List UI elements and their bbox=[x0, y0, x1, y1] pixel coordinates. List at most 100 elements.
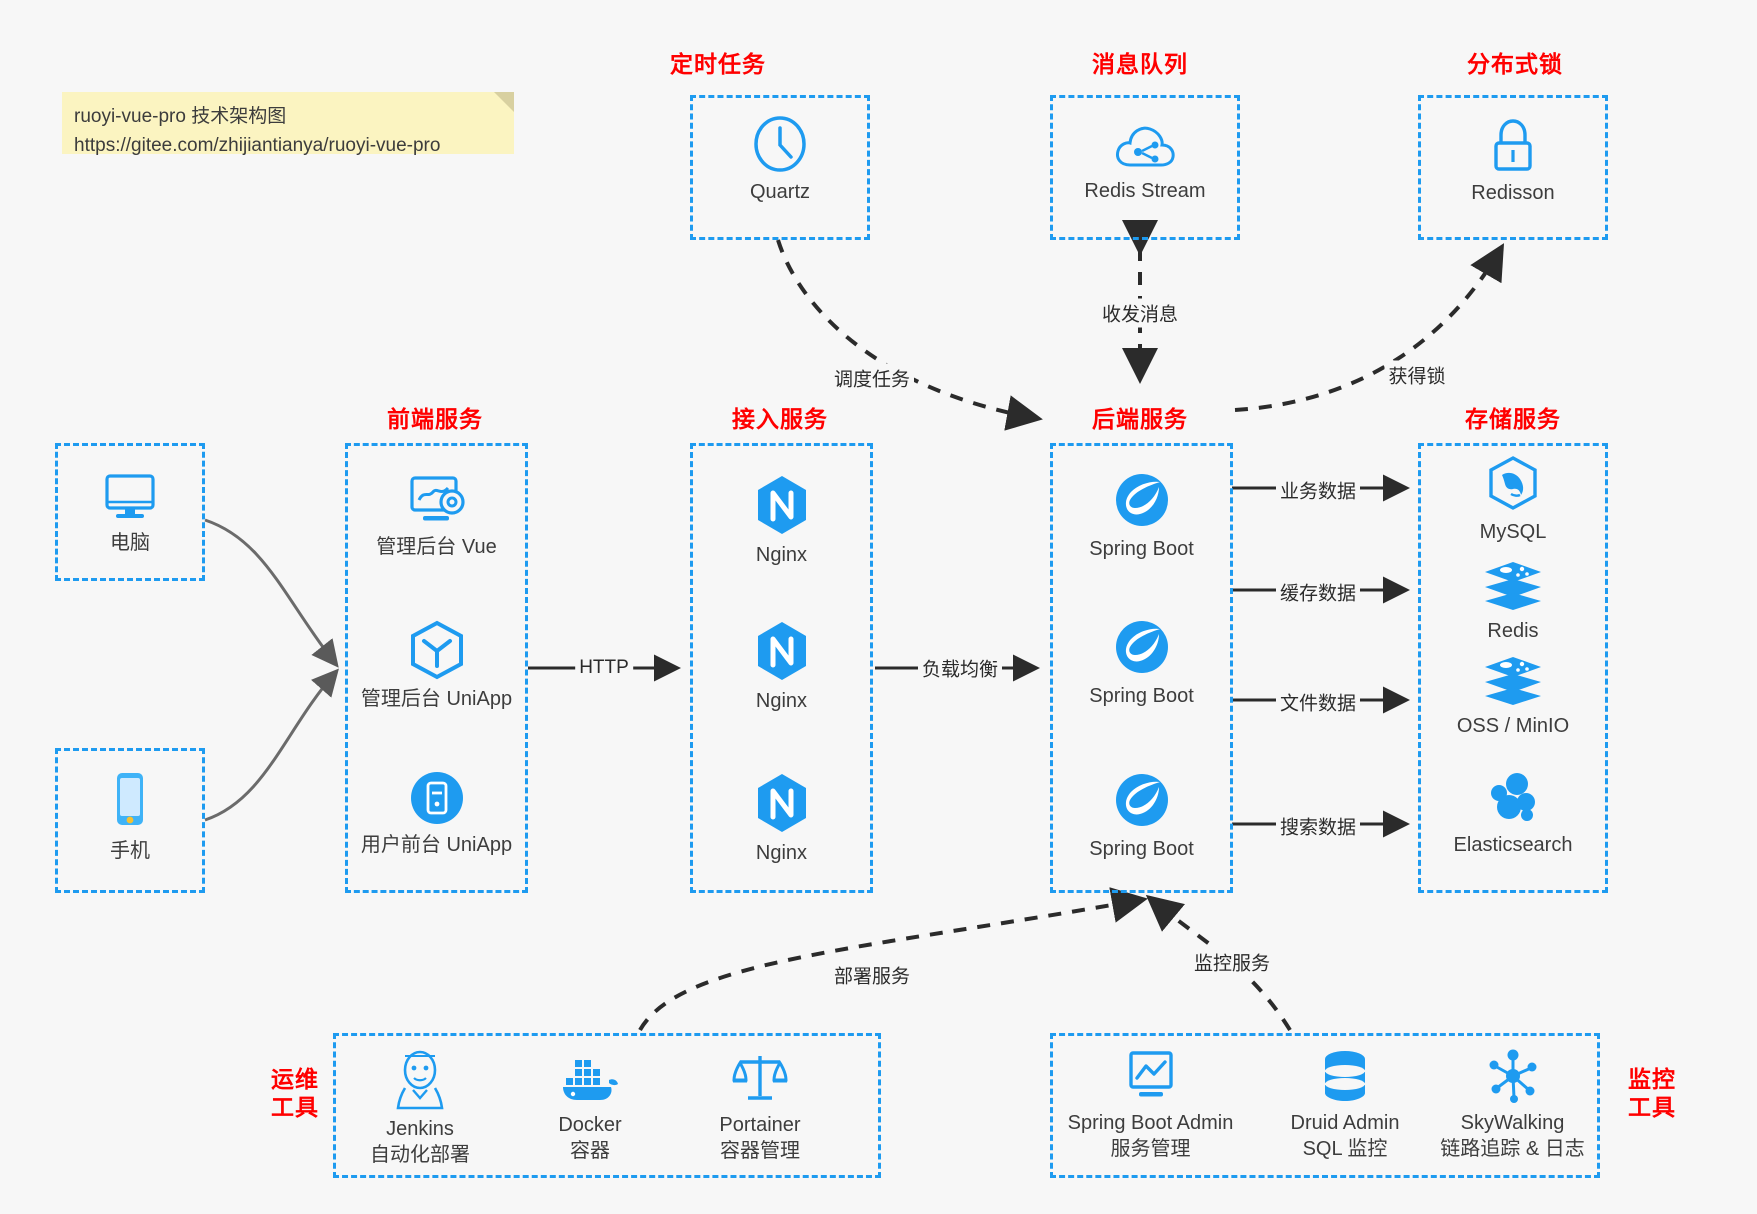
edge-pc-to-frontend bbox=[204, 518, 339, 668]
caption-storage: 存储服务 bbox=[1465, 406, 1561, 432]
redis-stack-icon bbox=[1485, 562, 1541, 610]
caption-gateway: 接入服务 bbox=[732, 406, 828, 432]
spring-leaf-icon bbox=[1115, 774, 1168, 826]
edge-label-business-data: 业务数据 bbox=[1275, 475, 1361, 505]
node-sublabel: 链路追踪 & 日志 bbox=[1440, 1138, 1585, 1160]
caption-distributed-lock: 分布式锁 bbox=[1467, 51, 1563, 77]
node-springboot-2[interactable]: Spring Boot bbox=[1050, 617, 1233, 709]
group-scheduled-task bbox=[690, 95, 870, 240]
node-redis[interactable]: Redis bbox=[1418, 560, 1608, 644]
node-druid-admin[interactable]: Druid Admin SQL 监控 bbox=[1265, 1048, 1425, 1162]
mysql-dolphin-icon bbox=[1489, 456, 1537, 510]
caption-message-queue: 消息队列 bbox=[1092, 51, 1188, 77]
edge-acquire-lock bbox=[1234, 243, 1505, 412]
edge-label-load-balance: 负载均衡 bbox=[917, 653, 1003, 683]
node-label: 管理后台 Vue bbox=[376, 536, 497, 558]
node-docker[interactable]: Docker 容器 bbox=[510, 1052, 670, 1164]
node-phone[interactable]: 手机 bbox=[55, 770, 205, 864]
portainer-scale-icon bbox=[732, 1056, 788, 1100]
nginx-icon bbox=[757, 622, 806, 680]
node-label: Elasticsearch bbox=[1453, 834, 1573, 856]
caption-monitor: 监控 工具 bbox=[1612, 1065, 1692, 1121]
node-spring-boot-admin[interactable]: Spring Boot Admin 服务管理 bbox=[1053, 1048, 1248, 1162]
edge-label-schedule-task: 调度任务 bbox=[829, 363, 915, 393]
node-nginx-1[interactable]: Nginx bbox=[690, 474, 873, 568]
node-label: MySQL bbox=[1479, 521, 1547, 543]
node-elasticsearch[interactable]: Elasticsearch bbox=[1418, 770, 1608, 858]
node-label: Spring Boot bbox=[1089, 838, 1194, 860]
caption-devops-line1: 运维 bbox=[271, 1066, 319, 1092]
skywalking-nodes-icon bbox=[1489, 1049, 1536, 1103]
node-label: Nginx bbox=[755, 690, 808, 712]
nginx-icon bbox=[757, 774, 806, 832]
node-label: Spring Boot Admin bbox=[1067, 1112, 1234, 1134]
group-monitor bbox=[1050, 1033, 1600, 1178]
caption-monitor-line1: 监控 bbox=[1628, 1066, 1676, 1092]
node-label: 电脑 bbox=[110, 532, 150, 554]
node-user-uniapp[interactable]: 用户前台 UniApp bbox=[345, 770, 528, 858]
edge-label-http: HTTP bbox=[575, 656, 633, 680]
node-oss-minio[interactable]: OSS / MinIO bbox=[1418, 655, 1608, 739]
node-quartz[interactable]: Quartz bbox=[690, 115, 870, 205]
caption-devops-line2: 工具 bbox=[271, 1094, 319, 1121]
clock-icon bbox=[754, 116, 806, 172]
cloud-queue-icon bbox=[1116, 126, 1175, 167]
node-label: Portainer bbox=[719, 1114, 801, 1136]
node-mysql[interactable]: MySQL bbox=[1418, 455, 1608, 545]
node-label: Spring Boot bbox=[1089, 538, 1194, 560]
node-label: SkyWalking bbox=[1460, 1112, 1565, 1134]
node-label: Druid Admin bbox=[1290, 1112, 1400, 1134]
edge-phone-to-frontend bbox=[204, 668, 339, 822]
node-label: Redis bbox=[1487, 620, 1539, 642]
node-springboot-1[interactable]: Spring Boot bbox=[1050, 470, 1233, 562]
group-backend bbox=[1050, 443, 1233, 893]
edge-label-file-data: 文件数据 bbox=[1275, 687, 1361, 717]
node-label: Nginx bbox=[755, 842, 808, 864]
nginx-icon bbox=[757, 476, 806, 534]
node-jenkins[interactable]: Jenkins 自动化部署 bbox=[340, 1048, 500, 1168]
group-frontend bbox=[345, 443, 528, 893]
node-nginx-2[interactable]: Nginx bbox=[690, 620, 873, 714]
node-label: Redis Stream bbox=[1084, 180, 1206, 202]
spring-leaf-icon bbox=[1115, 621, 1168, 673]
node-nginx-3[interactable]: Nginx bbox=[690, 772, 873, 866]
database-icon bbox=[1325, 1051, 1365, 1101]
node-label: 管理后台 UniApp bbox=[360, 688, 513, 710]
node-label: Redisson bbox=[1471, 182, 1555, 204]
node-label: Jenkins bbox=[386, 1118, 454, 1140]
node-label: Nginx bbox=[755, 544, 808, 566]
diagram-note: ruoyi-vue-pro 技术架构图 https://gitee.com/zh… bbox=[62, 92, 514, 156]
node-redis-stream[interactable]: Redis Stream bbox=[1050, 120, 1240, 204]
group-gateway bbox=[690, 443, 873, 893]
edge-label-deploy-service: 部署服务 bbox=[829, 960, 915, 990]
elasticsearch-cluster-icon bbox=[1491, 773, 1535, 821]
node-skywalking[interactable]: SkyWalking 链路追踪 & 日志 bbox=[1425, 1048, 1600, 1162]
group-devops bbox=[333, 1033, 881, 1178]
lock-icon bbox=[1494, 119, 1532, 171]
jenkins-butler-icon bbox=[396, 1050, 444, 1110]
node-admin-vue[interactable]: 管理后台 Vue bbox=[345, 472, 528, 560]
node-label: Docker bbox=[558, 1114, 622, 1136]
edge-label-acquire-lock: 获得锁 bbox=[1384, 360, 1450, 390]
group-storage bbox=[1418, 443, 1608, 893]
caption-frontend: 前端服务 bbox=[387, 406, 483, 432]
node-pc[interactable]: 电脑 bbox=[55, 468, 205, 556]
docker-whale-icon bbox=[563, 1060, 618, 1100]
desktop-icon bbox=[105, 474, 155, 518]
edge-label-monitor-service: 监控服务 bbox=[1189, 947, 1275, 977]
mobile-icon bbox=[117, 773, 143, 825]
node-springboot-3[interactable]: Spring Boot bbox=[1050, 770, 1233, 862]
node-portainer[interactable]: Portainer 容器管理 bbox=[680, 1048, 840, 1164]
monitor-chart-icon bbox=[1128, 1051, 1173, 1097]
node-redisson[interactable]: Redisson bbox=[1418, 118, 1608, 206]
caption-devops: 运维 工具 bbox=[255, 1065, 335, 1121]
node-label: OSS / MinIO bbox=[1456, 715, 1570, 737]
note-title: ruoyi-vue-pro 技术架构图 bbox=[74, 106, 287, 127]
node-admin-uniapp[interactable]: 管理后台 UniApp bbox=[345, 620, 528, 712]
node-sublabel: 服务管理 bbox=[1110, 1138, 1191, 1160]
note-fold-corner bbox=[494, 92, 514, 112]
caption-backend: 后端服务 bbox=[1092, 406, 1188, 432]
node-sublabel: 容器管理 bbox=[720, 1140, 800, 1162]
spring-leaf-icon bbox=[1115, 474, 1168, 526]
